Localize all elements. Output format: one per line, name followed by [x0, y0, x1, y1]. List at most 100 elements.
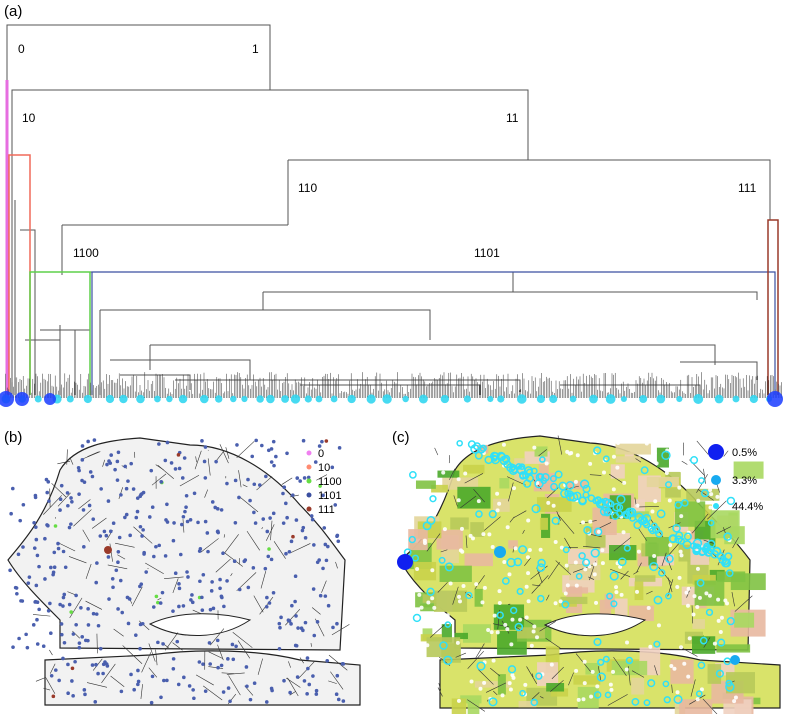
boundary-line	[148, 667, 158, 678]
map-b-dot	[186, 575, 190, 579]
boundary-line	[69, 597, 83, 619]
boundary-line	[509, 516, 515, 523]
boundary-line	[297, 660, 316, 680]
leaf-circle	[178, 394, 188, 404]
map-b-dot	[248, 697, 253, 702]
map-c-patch	[615, 456, 641, 463]
map-b-dot	[70, 666, 75, 671]
map-c-patch	[467, 699, 480, 714]
map-b-dots	[8, 438, 346, 705]
boundary-line	[147, 568, 149, 570]
boundary-line	[49, 663, 56, 674]
map-c-white-dot	[708, 488, 713, 493]
map-b-dot	[46, 523, 50, 528]
boundary-line	[207, 458, 211, 476]
map-c-white-dot	[531, 629, 536, 634]
map-c-patch	[631, 677, 645, 695]
map-c-white-dot	[581, 520, 586, 525]
map-b-dot	[20, 599, 25, 603]
leaf-circle	[749, 394, 758, 404]
leaf-circle	[34, 395, 42, 403]
boundary-line	[257, 658, 263, 675]
map-b-dot	[279, 615, 283, 620]
map-b-dot	[301, 438, 306, 443]
map-c-white-dot	[456, 498, 461, 503]
map-c-cyan-ring	[444, 562, 454, 572]
map-b-dot	[70, 679, 74, 683]
map-b-dot	[264, 604, 269, 609]
leaf-circle	[315, 395, 323, 403]
map-b-dot	[271, 511, 276, 516]
map-b-dot	[129, 672, 133, 677]
map-c-white-dot	[574, 583, 579, 588]
map-b-dot	[32, 546, 37, 550]
boundary-line	[113, 628, 124, 637]
map-b-dot	[67, 602, 72, 607]
map-b-dot	[52, 550, 57, 555]
map-b-dot	[90, 663, 95, 667]
map-c-white-dot	[575, 453, 580, 458]
map-b-dot	[35, 617, 39, 622]
map-c-white-dot	[593, 562, 598, 567]
map-c-patch	[645, 536, 670, 557]
map-b-dot	[208, 607, 213, 612]
map-c-white-dot	[600, 561, 605, 566]
map-b-dot	[318, 484, 322, 488]
map-c-cyan-ring	[593, 637, 602, 647]
map-b-dot	[310, 517, 315, 522]
map-c-cyan-ring	[623, 544, 631, 552]
boundary-line	[613, 536, 632, 552]
map-b-dot	[53, 524, 58, 528]
map-b-dot	[58, 497, 63, 502]
map-b-dot	[83, 692, 87, 697]
boundary-line	[151, 473, 167, 486]
map-c-cyan-ring	[695, 690, 703, 698]
map-c-cyan-ring	[516, 587, 524, 596]
map-c-cyan-ring	[640, 466, 649, 475]
map-c-patch	[716, 644, 751, 653]
boundary-line	[650, 519, 664, 538]
boundary-line	[696, 440, 709, 455]
map-b-dot	[67, 525, 72, 530]
map-c-cyan-ring	[578, 552, 586, 560]
map-b-dot	[268, 516, 272, 520]
map-b-dot	[218, 577, 222, 582]
map-b-dot	[214, 459, 218, 464]
map-b-dot	[218, 586, 222, 591]
map-c-white-dot	[672, 666, 677, 671]
map-b-dot	[200, 608, 205, 612]
map-c-cyan-ring	[535, 672, 543, 680]
boundary-line	[242, 484, 248, 488]
map-c-white-dot	[581, 697, 586, 702]
boundary-line	[620, 570, 629, 580]
boundary-line	[138, 620, 150, 631]
map-c-patch	[646, 476, 679, 488]
map-c-white-dot	[675, 584, 680, 589]
boundary-line	[91, 517, 107, 529]
map-b-dot	[125, 595, 130, 600]
map-b-dot	[198, 579, 202, 584]
map-b-dot	[266, 554, 271, 559]
map-c-cyan-ring	[590, 548, 600, 558]
map-b-dot	[219, 663, 224, 668]
map-c-cyan-ring	[617, 557, 627, 567]
boundary-line	[208, 651, 224, 659]
boundary-line	[194, 450, 202, 470]
map-b-dot	[24, 632, 28, 637]
leaf-circle-large	[767, 391, 783, 407]
map-b-dot	[325, 658, 330, 663]
map-b-dot	[77, 641, 82, 645]
boundary-line	[270, 520, 273, 541]
map-b-dot	[74, 593, 78, 598]
map-c-cyan-ring	[661, 450, 671, 461]
boundary-line	[195, 674, 214, 686]
map-b-dot	[245, 684, 249, 689]
map-b-dot	[293, 574, 298, 578]
boundary-line	[501, 620, 510, 634]
map-c-white-dot	[588, 519, 593, 524]
leaf-circles	[0, 391, 783, 407]
map-c-cyan-ring	[456, 439, 463, 447]
legend-b-swatch-111	[306, 506, 312, 512]
map-c-cyan-ring	[726, 496, 736, 506]
map-b-dot	[15, 591, 19, 596]
